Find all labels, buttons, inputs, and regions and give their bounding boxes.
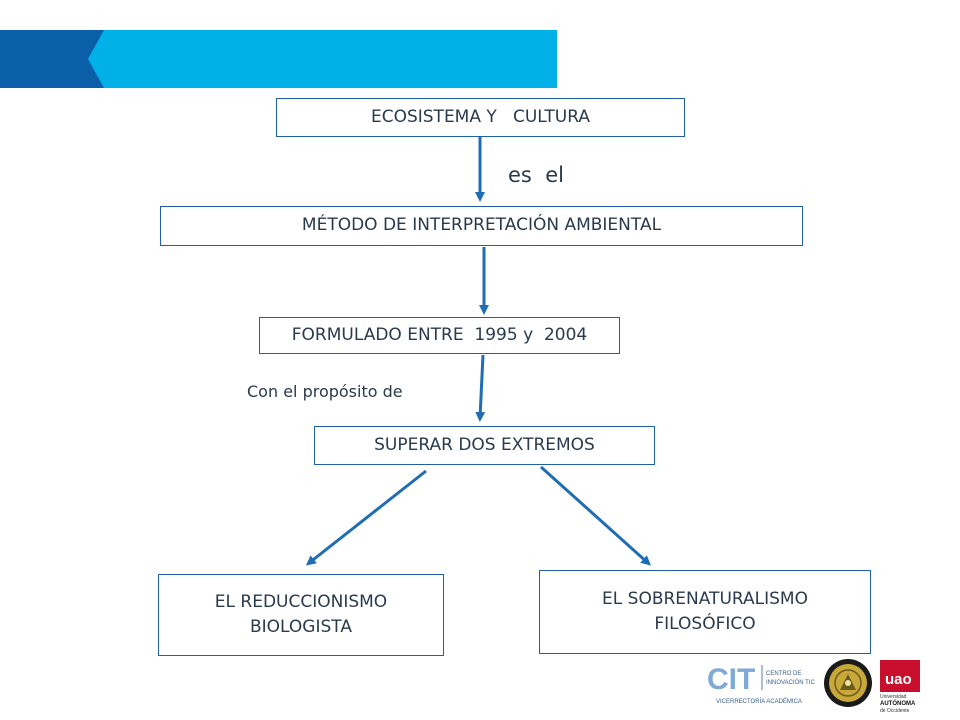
university-seal-icon <box>824 659 872 707</box>
node-metodo-label: MÉTODO DE INTERPRETACIÓN AMBIENTAL <box>301 215 662 236</box>
arrow-superar-sobrenaturalismo <box>539 465 651 566</box>
node-sobrenaturalismo-line2: FILOSÓFICO <box>654 614 756 634</box>
node-metodo-interpretacion: MÉTODO DE INTERPRETACIÓN AMBIENTAL <box>160 206 803 246</box>
node-ecosistema-label: ECOSISTEMA Y CULTURA <box>370 106 591 127</box>
node-reduccionismo-line2: BIOLOGISTA <box>250 617 352 637</box>
node-reduccionismo-line1: EL REDUCCIONISMO <box>214 591 388 612</box>
uao-logo-line2: AUTÓNOMA <box>880 699 916 707</box>
node-sobrenaturalismo: EL SOBRENATURALISMO FILOSÓFICO <box>539 570 871 654</box>
node-formulado: FORMULADO ENTRE 1995 y 2004 <box>259 317 620 354</box>
uao-logo: uao Universidad AUTÓNOMA de Occidente <box>880 660 920 714</box>
uao-logo-line3: de Occidente <box>880 708 910 714</box>
header-banner <box>0 0 960 88</box>
cit-logo-caption: VICERRECTORÍA ACADÉMICA <box>716 698 802 705</box>
node-formulado-label: FORMULADO ENTRE 1995 y 2004 <box>291 324 588 345</box>
arrow-superar-reduccionismo <box>305 469 427 566</box>
edge-label-es-el: es el <box>508 163 564 187</box>
uao-logo-line1: Universidad <box>880 694 907 700</box>
edge-label-con-el-proposito: Con el propósito de <box>247 382 403 401</box>
node-superar-label: SUPERAR DOS EXTREMOS <box>374 434 595 455</box>
node-sobrenaturalismo-line1: EL SOBRENATURALISMO <box>602 588 808 609</box>
cit-logo-mark: CIT <box>707 663 755 696</box>
cit-logo-line2: INNOVACIÓN TIC <box>766 679 815 686</box>
uao-logo-mark: uao <box>885 671 912 688</box>
node-superar-extremos: SUPERAR DOS EXTREMOS <box>314 426 655 465</box>
node-reduccionismo: EL REDUCCIONISMO BIOLOGISTA <box>158 574 444 656</box>
uao-logo-badge <box>880 660 920 692</box>
cit-logo-line1: CENTRO DE <box>766 671 801 677</box>
banner-dark-chevron <box>0 30 104 88</box>
node-ecosistema-cultura: ECOSISTEMA Y CULTURA <box>276 98 685 137</box>
arrow-formulado-superar <box>475 354 486 422</box>
cit-logo: CIT CENTRO DE INNOVACIÓN TIC VICERRECTOR… <box>707 663 815 705</box>
